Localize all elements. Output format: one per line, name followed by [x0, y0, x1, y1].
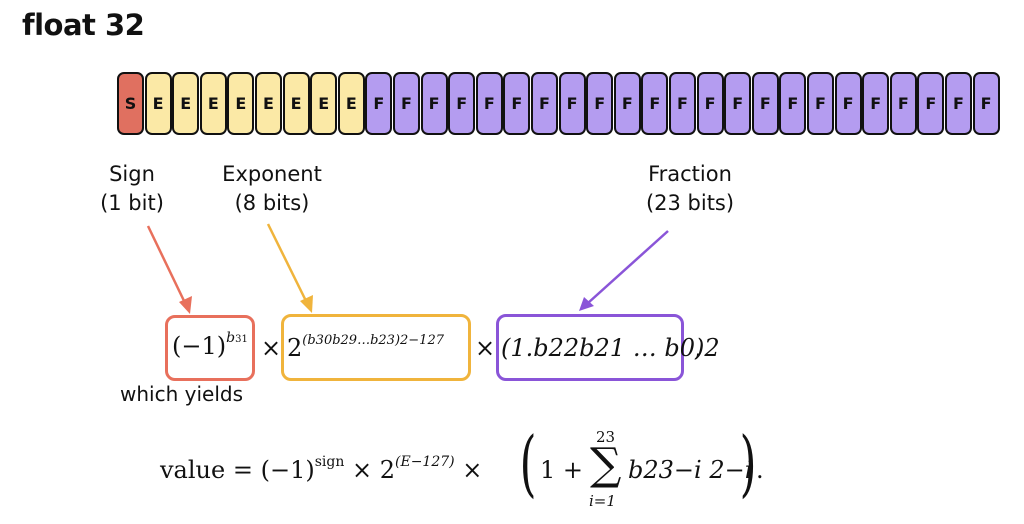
- bit-cell-26: E: [255, 72, 282, 135]
- bit-cell-1: F: [945, 72, 972, 135]
- bit-cell-28: E: [199, 72, 227, 135]
- fraction-label-name: Fraction: [648, 162, 732, 186]
- times-2: ×: [475, 334, 496, 362]
- sign-label: Sign (1 bit): [92, 160, 172, 218]
- sign-term-base: (−1): [172, 332, 227, 360]
- value-exp-exp: (E−127): [395, 454, 455, 470]
- sign-term-box: [165, 315, 255, 381]
- bit-cell-7: F: [779, 72, 807, 135]
- value-sign-part: (−1): [260, 456, 315, 484]
- exponent-term-base: 2: [287, 334, 303, 362]
- fraction-arrowhead: [579, 297, 594, 311]
- bit-cell-4: F: [862, 72, 890, 135]
- fraction-term-box: [496, 314, 684, 381]
- bit-cell-23: E: [337, 72, 365, 135]
- bit-cell-6: F: [807, 72, 834, 135]
- bit-cell-27: E: [227, 72, 255, 135]
- bit-cell-12: F: [641, 72, 669, 135]
- exponent-term-exp: (b30b29…b23)2−127: [302, 333, 444, 348]
- bit-cell-15: F: [558, 72, 586, 135]
- exponent-label-name: Exponent: [222, 162, 322, 186]
- value-eq: =: [232, 456, 253, 484]
- bit-cell-25: E: [282, 72, 310, 135]
- bit-cell-22: F: [365, 72, 393, 135]
- value-lhs: value: [160, 456, 226, 484]
- bit-cell-3: F: [889, 72, 917, 135]
- value-period: .: [756, 456, 764, 484]
- bit-cell-17: F: [503, 72, 531, 135]
- sign-term-exp: b: [226, 330, 236, 346]
- sign-arrow: [146, 225, 188, 306]
- bit-cell-9: F: [724, 72, 752, 135]
- exponent-arrow: [266, 223, 309, 304]
- fraction-label-bits: (23 bits): [645, 191, 735, 215]
- value-formula: value = (−1)sign × 2(E−127) ×: [160, 454, 483, 484]
- bit-cell-14: F: [586, 72, 614, 135]
- sign-label-name: Sign: [109, 162, 155, 186]
- page-title: float 32: [22, 8, 145, 42]
- value-times-2: ×: [462, 456, 483, 484]
- value-one-plus: 1 +: [540, 456, 584, 484]
- value-exp-part: 2: [379, 456, 396, 484]
- bit-cell-0: F: [972, 72, 1000, 135]
- bit-cell-10: F: [696, 72, 724, 135]
- sum-lower: i=1: [589, 492, 616, 510]
- exponent-arrowhead: [300, 295, 313, 313]
- sign-label-bits: (1 bit): [100, 191, 164, 215]
- formula-comma: ,: [694, 334, 702, 362]
- value-times-1: ×: [351, 456, 373, 484]
- fraction-label: Fraction (23 bits): [634, 160, 746, 218]
- bit-cell-8: F: [751, 72, 779, 135]
- exponent-label-bits: (8 bits): [234, 191, 310, 215]
- bit-cell-31: S: [117, 72, 144, 135]
- bit-cell-13: F: [613, 72, 641, 135]
- bit-cell-16: F: [531, 72, 558, 135]
- exponent-label: Exponent (8 bits): [210, 160, 334, 218]
- bit-cell-19: F: [448, 72, 476, 135]
- sign-term-exp-sub: 31: [235, 334, 248, 345]
- fraction-arrow: [587, 230, 669, 304]
- value-sign-exp: sign: [314, 454, 345, 470]
- sum-term: b23−i 2−i: [628, 456, 753, 484]
- sign-term: (−1)b31: [172, 330, 248, 360]
- value-big-paren-close: ): [739, 421, 757, 505]
- bit-cell-29: E: [172, 72, 200, 135]
- bit-cell-21: F: [393, 72, 420, 135]
- bit-cell-30: E: [144, 72, 172, 135]
- fraction-term: (1.b22b21 … b0)2: [501, 334, 720, 362]
- bit-cell-20: F: [420, 72, 448, 135]
- which-yields-text: which yields: [120, 382, 243, 406]
- exponent-term: 2(b30b29…b23)2−127: [287, 333, 444, 362]
- exponent-term-box: [281, 314, 471, 381]
- times-1: ×: [261, 334, 282, 362]
- sum-upper: 23: [596, 428, 616, 446]
- sign-arrowhead: [179, 296, 192, 314]
- value-big-paren-open: (: [519, 421, 537, 505]
- bit-cell-11: F: [669, 72, 696, 135]
- bit-cell-18: F: [475, 72, 503, 135]
- sum-symbol: ∑: [590, 439, 622, 490]
- bit-cell-5: F: [834, 72, 862, 135]
- bit-cell-24: E: [310, 72, 338, 135]
- bit-cell-2: F: [917, 72, 945, 135]
